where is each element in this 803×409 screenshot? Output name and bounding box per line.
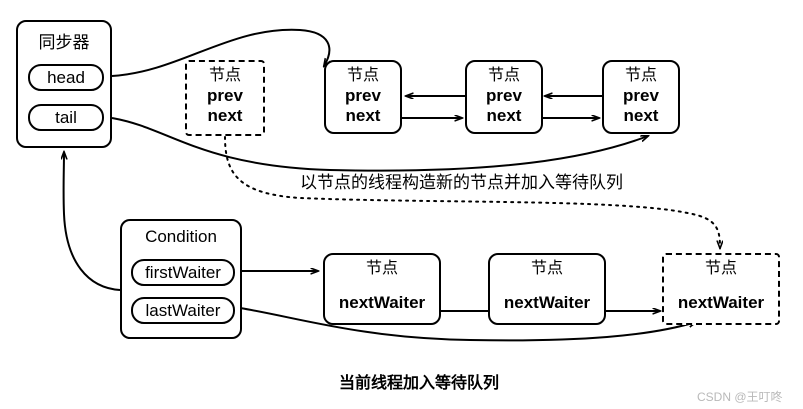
edge-lastwaiter-to-wait-node3 bbox=[239, 307, 696, 342]
middle-caption: 以节点的线程构造新的节点并加入等待队列 bbox=[300, 173, 623, 192]
condition-field-firstwaiter-label: firstWaiter bbox=[145, 262, 221, 282]
wait-queue-node-2-field-nextwaiter: nextWaiter bbox=[503, 293, 591, 312]
condition-field-firstwaiter[interactable]: firstWaiter bbox=[131, 259, 235, 286]
pending-node-box[interactable]: 节点 prev next bbox=[185, 60, 265, 136]
condition-field-lastwaiter[interactable]: lastWaiter bbox=[131, 297, 235, 324]
sync-queue-node-2[interactable]: 节点 prev next bbox=[465, 60, 543, 134]
sync-queue-node-3-title: 节点 bbox=[624, 67, 657, 84]
sync-queue-node-1-field-prev: prev bbox=[345, 86, 381, 105]
pending-node-field-prev: prev bbox=[207, 86, 243, 105]
wait-queue-node-2-title: 节点 bbox=[530, 260, 563, 277]
sync-queue-node-2-field-prev: prev bbox=[486, 86, 522, 105]
wait-queue-node-1-title: 节点 bbox=[365, 260, 398, 277]
sync-queue-node-3-field-next: next bbox=[623, 105, 659, 125]
sync-queue-node-1-title: 节点 bbox=[346, 67, 379, 84]
synchronizer-field-head-label: head bbox=[47, 67, 85, 87]
condition-box[interactable]: Condition firstWaiter lastWaiter bbox=[120, 219, 242, 339]
wait-queue-node-3-field-nextwaiter: nextWaiter bbox=[677, 293, 765, 312]
bottom-caption: 当前线程加入等待队列 bbox=[339, 375, 500, 392]
condition-title: Condition bbox=[145, 227, 217, 246]
sync-queue-node-3[interactable]: 节点 prev next bbox=[602, 60, 680, 134]
condition-field-lastwaiter-label: lastWaiter bbox=[145, 300, 221, 320]
sync-queue-node-1-field-next: next bbox=[345, 105, 381, 125]
wait-queue-node-3[interactable]: 节点 nextWaiter bbox=[662, 253, 780, 325]
sync-queue-node-2-field-next: next bbox=[486, 105, 522, 125]
wait-queue-node-1[interactable]: 节点 nextWaiter bbox=[323, 253, 441, 325]
synchronizer-title: 同步器 bbox=[38, 33, 90, 52]
synchronizer-field-head[interactable]: head bbox=[28, 64, 104, 91]
synchronizer-field-tail[interactable]: tail bbox=[28, 104, 104, 131]
sync-queue-node-3-field-prev: prev bbox=[623, 86, 659, 105]
wait-queue-node-3-title: 节点 bbox=[704, 260, 737, 277]
watermark: CSDN @王叮咚 bbox=[697, 390, 783, 404]
sync-queue-node-2-title: 节点 bbox=[487, 67, 520, 84]
synchronizer-field-tail-label: tail bbox=[55, 107, 77, 127]
edge-condition-to-synchronizer bbox=[64, 152, 121, 291]
synchronizer-box[interactable]: 同步器 head tail bbox=[16, 20, 112, 148]
wait-queue-node-1-field-nextwaiter: nextWaiter bbox=[338, 293, 426, 312]
pending-node-title: 节点 bbox=[208, 67, 241, 84]
sync-queue-node-1[interactable]: 节点 prev next bbox=[324, 60, 402, 134]
pending-node-field-next: next bbox=[207, 105, 243, 125]
wait-queue-node-2[interactable]: 节点 nextWaiter bbox=[488, 253, 606, 325]
